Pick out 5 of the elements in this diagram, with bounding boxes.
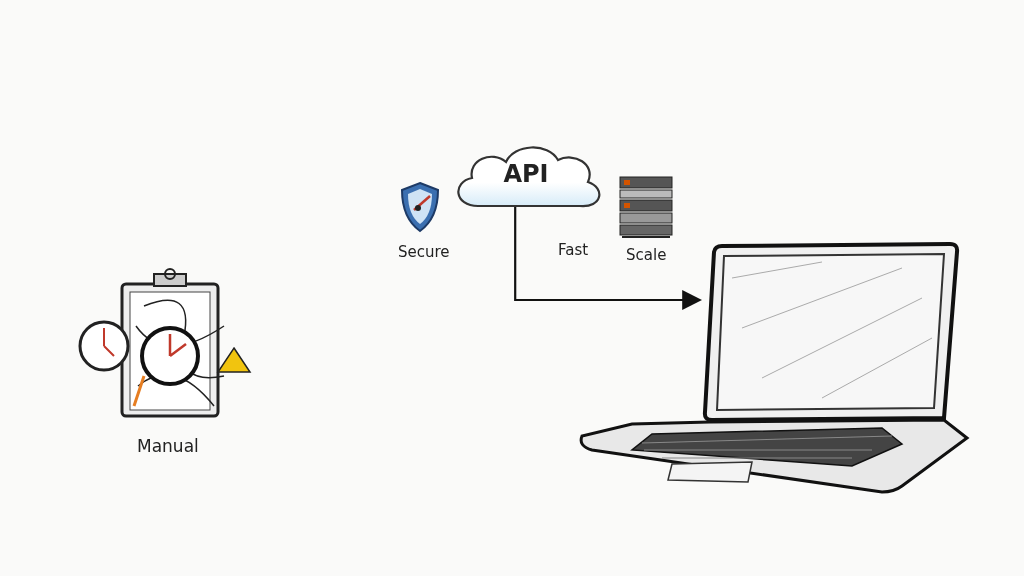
icon-caption: Secure	[398, 243, 450, 261]
drawing-caption: Manual	[137, 436, 199, 456]
node-label: API	[502, 160, 550, 188]
icon-caption: Fast	[558, 241, 589, 259]
icon-caption: Scale	[626, 246, 667, 264]
